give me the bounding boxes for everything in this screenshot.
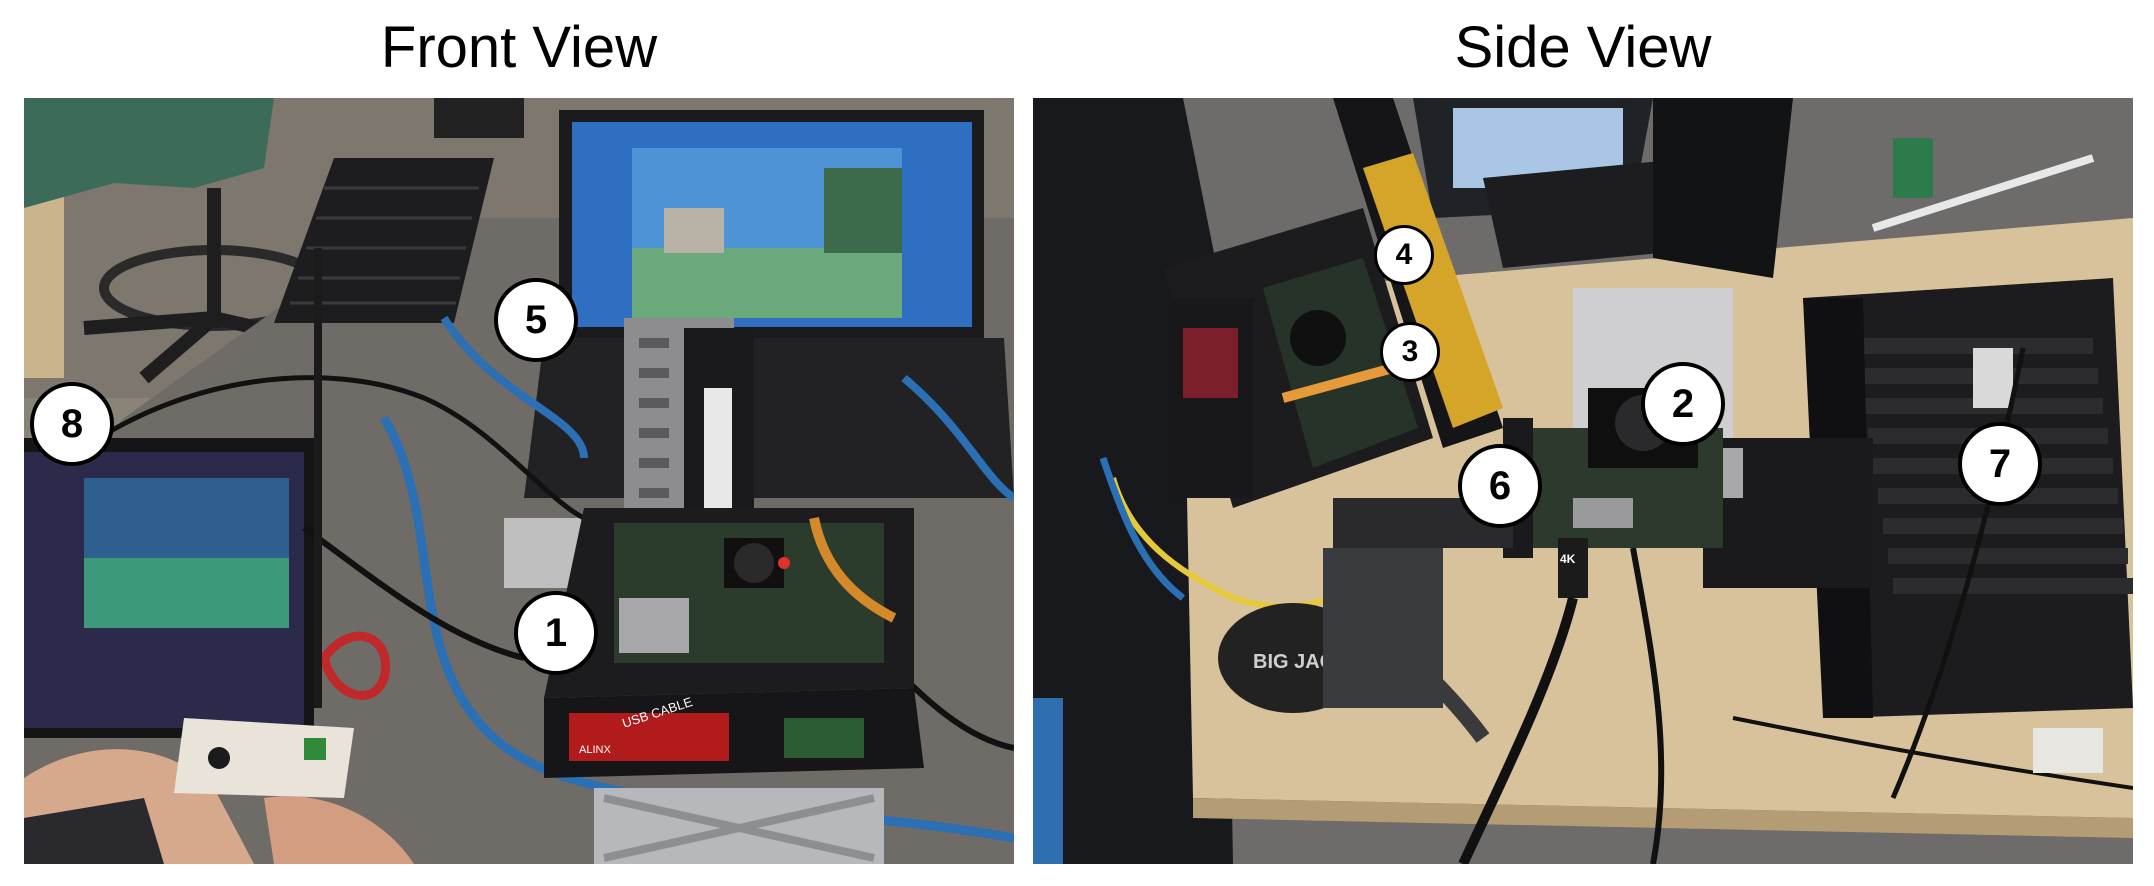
monitor-base [434, 98, 524, 138]
controller-board [174, 718, 354, 798]
callout-3: 3 [1380, 322, 1440, 382]
sfp-cage [619, 598, 689, 653]
breadboard [2033, 728, 2103, 773]
scissor-arms [603, 794, 875, 862]
blue-cable [1099, 456, 1186, 601]
enclosure-red-box [1183, 328, 1238, 398]
sim-building [664, 208, 724, 253]
small-green-board [784, 718, 864, 758]
right-hand [264, 796, 414, 864]
keyboard-keys [290, 186, 479, 305]
alinx-board [569, 713, 729, 761]
hdmi-plug [1558, 538, 1588, 598]
front-view-scene: USB CABLE ALINX [24, 98, 1014, 864]
left-sleeve [24, 798, 164, 864]
sim-grass [632, 248, 902, 318]
usb-ports [1573, 498, 1633, 528]
controller-button [304, 738, 326, 760]
black-cable-c [1732, 716, 2133, 790]
side-view-photo: BIG JACK 4K [1033, 98, 2133, 864]
hdmi-4k-label: 4K [1560, 552, 1576, 566]
callout-7: 7 [1958, 422, 2042, 506]
laptop-left-sim-grass [84, 558, 289, 628]
antenna-pole [314, 248, 322, 708]
black-cable-b [1890, 347, 2026, 799]
rainbow-ribbon [809, 516, 897, 623]
callout-5: 5 [494, 278, 578, 362]
enclosure-fan [1290, 310, 1346, 366]
white-cable [1871, 154, 2095, 232]
alinx-label: ALINX [579, 744, 611, 756]
top-right-board [1893, 138, 1933, 198]
callout-2: 2 [1641, 362, 1725, 446]
callout-8: 8 [30, 382, 114, 466]
desk-edge [1193, 798, 2133, 838]
orange-camera-bracket [1363, 153, 1503, 428]
blue-floor-patch [1033, 698, 1063, 864]
sim-trees [824, 168, 902, 253]
controller-joystick [208, 747, 230, 769]
callout-1: 1 [514, 591, 598, 675]
board-fan-rotor [734, 543, 774, 583]
side-view-scene: BIG JACK 4K [1033, 98, 2133, 864]
front-view-photo: USB CABLE ALINX [24, 98, 1014, 864]
black-cable-a [1630, 547, 1665, 864]
black-cable-1 [82, 375, 586, 521]
blue-cable-3 [901, 374, 1014, 502]
enclosure-board [1263, 258, 1418, 468]
green-jacket [24, 98, 274, 208]
metal-stand [1323, 548, 1443, 708]
blue-cable-2 [440, 315, 588, 459]
side-view-title: Side View [1454, 15, 1712, 80]
laptop-white-keys [1973, 348, 2013, 408]
callout-4: 4 [1374, 225, 1434, 285]
hdmi-cable [1458, 596, 1578, 864]
keyboard [274, 158, 494, 323]
led-red [778, 557, 790, 569]
front-view-title: Front View [380, 15, 658, 80]
callout-6: 6 [1458, 444, 1542, 528]
enclosure-ribbon [1281, 363, 1395, 403]
black-cable-2 [302, 525, 525, 661]
monitor-dark [1653, 98, 1793, 278]
red-scissors [319, 631, 390, 700]
